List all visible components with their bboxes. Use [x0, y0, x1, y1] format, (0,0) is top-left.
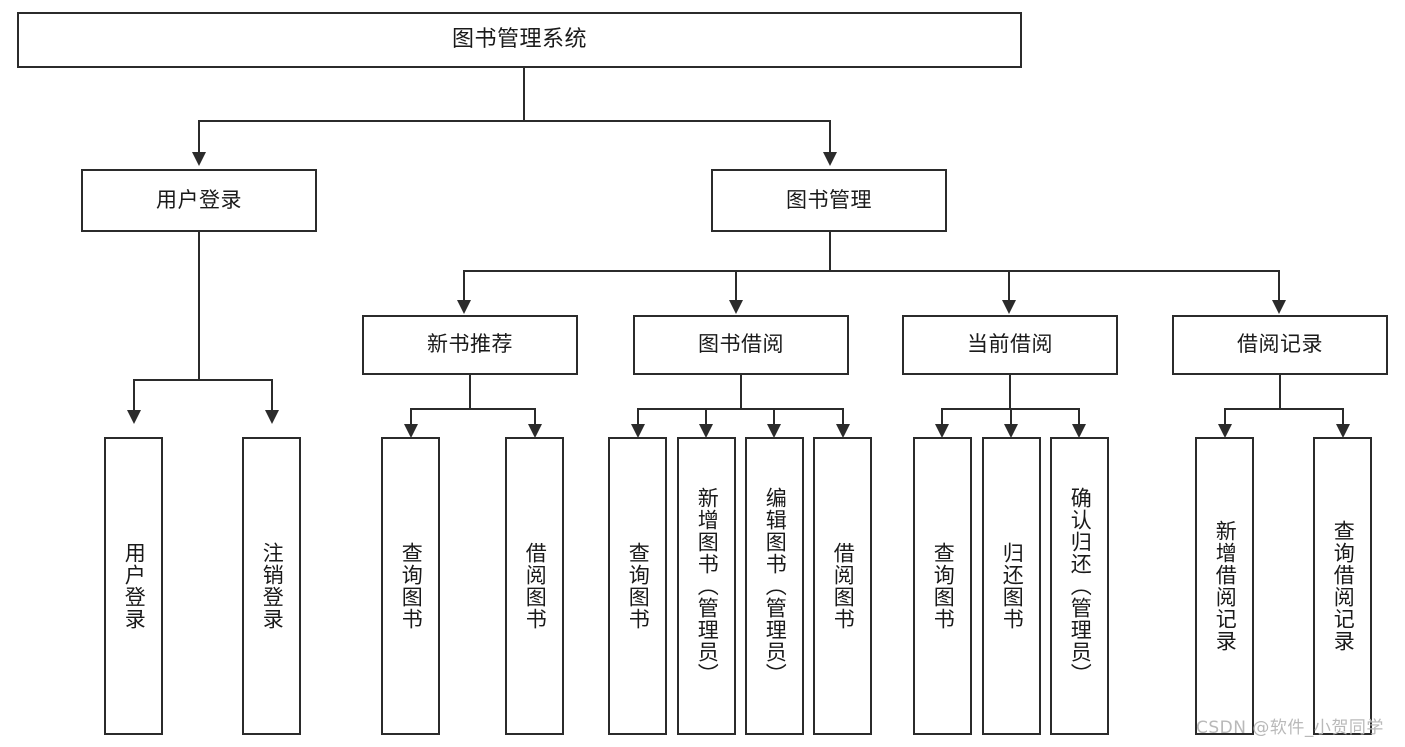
- node-leaf-query-book-2[interactable]: 查询图书: [608, 437, 667, 735]
- node-leaf-query-record[interactable]: 查询借阅记录: [1313, 437, 1372, 735]
- arrow-head-icon: [404, 424, 418, 438]
- node-user-login[interactable]: 用户登录: [81, 169, 317, 232]
- node-current-borrow[interactable]: 当前借阅: [902, 315, 1118, 375]
- arrow-head-icon: [1002, 300, 1016, 314]
- node-label: 借阅图书: [523, 542, 548, 630]
- arrow-head-icon: [729, 300, 743, 314]
- connector-to-leaf-query-book-2: [637, 408, 639, 430]
- connector-to-current-borrow: [1008, 270, 1010, 301]
- arrow-head-icon: [265, 410, 279, 424]
- arrow-head-icon: [1272, 300, 1286, 314]
- connector-root-to-user-login: [198, 120, 200, 153]
- arrow-head-icon: [528, 424, 542, 438]
- node-label: 图书管理: [786, 187, 872, 212]
- connector-to-borrow-record: [1278, 270, 1280, 301]
- node-label: 借阅记录: [1237, 332, 1323, 357]
- connector-borrow-record-stem: [1279, 375, 1281, 408]
- node-label: 归还图书: [1000, 542, 1025, 630]
- node-label: 新增图书（管理员）: [695, 487, 720, 685]
- arrow-head-icon: [127, 410, 141, 424]
- connector-new-book-recommend-bar: [410, 408, 534, 410]
- node-label: 查询图书: [626, 542, 651, 630]
- node-leaf-add-record[interactable]: 新增借阅记录: [1195, 437, 1254, 735]
- arrow-head-icon: [631, 424, 645, 438]
- connector-root-bar: [198, 120, 831, 122]
- connector-user-login-bar: [133, 379, 271, 381]
- node-leaf-query-book-3[interactable]: 查询图书: [913, 437, 972, 735]
- connector-current-borrow-bar: [941, 408, 1078, 410]
- arrow-head-icon: [823, 152, 837, 166]
- connector-root-to-book-management: [829, 120, 831, 153]
- node-label: 图书管理系统: [451, 26, 587, 52]
- connector-to-leaf-borrow-book-1: [534, 408, 536, 430]
- connector-to-leaf-user-login: [133, 379, 135, 411]
- node-label: 图书借阅: [698, 332, 784, 357]
- arrow-head-icon: [1218, 424, 1232, 438]
- node-label: 注销登录: [260, 542, 285, 630]
- connector-new-book-recommend-stem: [469, 375, 471, 408]
- connector-root-stem: [523, 68, 525, 120]
- connector-to-leaf-logout-login: [271, 379, 273, 411]
- node-label: 查询借阅记录: [1331, 520, 1356, 652]
- connector-user-login-stem: [198, 232, 200, 379]
- node-label: 新书推荐: [427, 332, 513, 357]
- node-book-borrow[interactable]: 图书借阅: [633, 315, 849, 375]
- node-new-book-recommend[interactable]: 新书推荐: [362, 315, 578, 375]
- node-label: 借阅图书: [831, 542, 856, 630]
- connector-to-leaf-add-record: [1224, 408, 1226, 430]
- arrow-head-icon: [935, 424, 949, 438]
- arrow-head-icon: [192, 152, 206, 166]
- connector-to-leaf-confirm-return: [1078, 408, 1080, 430]
- node-borrow-record[interactable]: 借阅记录: [1172, 315, 1388, 375]
- arrow-head-icon: [767, 424, 781, 438]
- connector-book-borrow-bar: [637, 408, 842, 410]
- connector-current-borrow-stem: [1009, 375, 1011, 408]
- node-leaf-confirm-return[interactable]: 确认归还（管理员）: [1050, 437, 1109, 735]
- connector-borrow-record-bar: [1224, 408, 1342, 410]
- connector-level3-bar: [463, 270, 1280, 272]
- node-label: 确认归还（管理员）: [1068, 487, 1093, 685]
- node-leaf-add-book[interactable]: 新增图书（管理员）: [677, 437, 736, 735]
- node-leaf-logout-login[interactable]: 注销登录: [242, 437, 301, 735]
- connector-to-leaf-query-book-3: [941, 408, 943, 430]
- node-leaf-query-book-1[interactable]: 查询图书: [381, 437, 440, 735]
- connector-to-leaf-edit-book: [773, 408, 775, 430]
- arrow-head-icon: [457, 300, 471, 314]
- arrow-head-icon: [1072, 424, 1086, 438]
- connector-to-leaf-query-book-1: [410, 408, 412, 430]
- connector-to-leaf-return-book: [1010, 408, 1012, 430]
- node-label: 编辑图书（管理员）: [763, 487, 788, 685]
- node-leaf-borrow-book-1[interactable]: 借阅图书: [505, 437, 564, 735]
- connector-to-new-book-recommend: [463, 270, 465, 301]
- node-label: 新增借阅记录: [1213, 520, 1238, 652]
- node-leaf-edit-book[interactable]: 编辑图书（管理员）: [745, 437, 804, 735]
- arrow-head-icon: [1336, 424, 1350, 438]
- node-label: 查询图书: [931, 542, 956, 630]
- node-root-system[interactable]: 图书管理系统: [17, 12, 1022, 68]
- node-leaf-return-book[interactable]: 归还图书: [982, 437, 1041, 735]
- arrow-head-icon: [836, 424, 850, 438]
- node-label: 查询图书: [399, 542, 424, 630]
- connector-to-leaf-borrow-book-2: [842, 408, 844, 430]
- arrow-head-icon: [699, 424, 713, 438]
- connector-book-management-stem: [829, 232, 831, 270]
- node-book-management[interactable]: 图书管理: [711, 169, 947, 232]
- arrow-head-icon: [1004, 424, 1018, 438]
- node-leaf-user-login[interactable]: 用户登录: [104, 437, 163, 735]
- connector-to-leaf-query-record: [1342, 408, 1344, 430]
- node-leaf-borrow-book-2[interactable]: 借阅图书: [813, 437, 872, 735]
- connector-to-book-borrow: [735, 270, 737, 301]
- node-label: 当前借阅: [967, 332, 1053, 357]
- node-label: 用户登录: [122, 542, 147, 630]
- connector-to-leaf-add-book: [705, 408, 707, 430]
- node-label: 用户登录: [156, 187, 242, 212]
- connector-book-borrow-stem: [740, 375, 742, 408]
